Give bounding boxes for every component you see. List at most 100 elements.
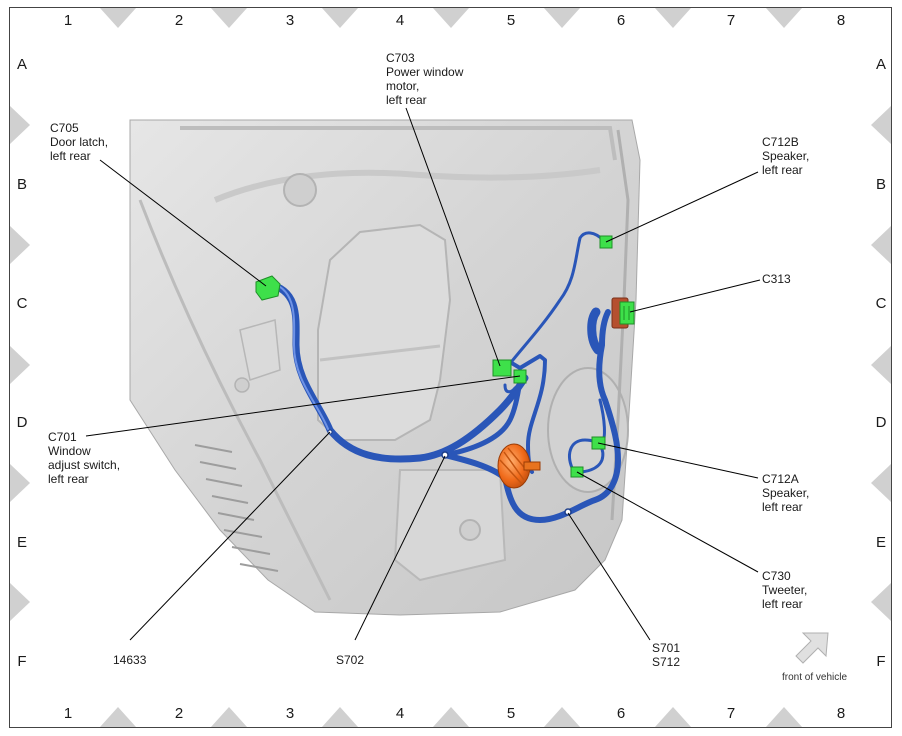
callout-line: Window [48,444,91,458]
right-marker [871,226,891,264]
leader-c705 [99,159,267,287]
direction-arrow-icon [795,632,829,664]
column-label: 3 [286,705,294,722]
front-of-vehicle-label: front of vehicle [782,672,847,683]
row-labels-right: A B C D E F [876,56,887,670]
callout-s702: S702 [336,653,364,667]
callout-c705: C705 Door latch, left rear [50,121,108,163]
row-labels-left: A B C D E F [17,56,28,670]
callout-line: C703 [386,51,415,65]
connector-c703 [492,359,512,377]
callout-line: left rear [762,500,803,514]
leader-s702 [354,455,446,641]
callout-line: Tweeter, [762,583,807,597]
bottom-marker [655,707,691,727]
left-marker [10,226,30,264]
callout-line: motor, [386,79,419,93]
top-marker [655,8,691,28]
column-label: 6 [617,705,625,722]
leader-c313 [629,279,761,313]
leader-s701-s712 [567,512,651,641]
door-panel [129,119,641,616]
leader-c703 [405,107,501,367]
column-labels-bottom: 1 2 3 4 5 6 7 8 [64,705,845,722]
bottom-marker [211,707,247,727]
bottom-marker [544,707,580,727]
callout-line: 14633 [113,653,147,667]
bottom-marker [433,707,469,727]
callout-c703: C703 Power window motor, left rear [386,51,464,107]
callout-line: C701 [48,430,77,444]
column-label: 8 [837,12,845,29]
row-label: A [17,56,27,73]
row-label: D [876,414,887,431]
column-labels-top: 1 2 3 4 5 6 7 8 [64,12,845,29]
grid-markers [10,8,891,727]
connector-c313 [611,297,635,329]
column-label: 6 [617,12,625,29]
row-label: C [17,295,28,312]
row-label: D [17,414,28,431]
leader-14633 [129,431,331,641]
callout-line: C705 [50,121,79,135]
row-label: F [876,653,885,670]
connector-c705 [255,275,281,301]
top-marker [100,8,136,28]
leader-c701 [85,375,521,437]
callout-line: Speaker, [762,149,809,163]
column-label: 1 [64,705,72,722]
left-marker [10,346,30,384]
callout-line: left rear [762,163,803,177]
right-marker [871,106,891,144]
column-label: 2 [175,705,183,722]
top-marker [544,8,580,28]
row-label: E [17,534,27,551]
column-label: 8 [837,705,845,722]
row-label: A [876,56,886,73]
callout-line: S701 [652,641,680,655]
top-marker [433,8,469,28]
column-label: 7 [727,705,735,722]
callout-line: left rear [762,597,803,611]
row-label: B [876,176,886,193]
column-label: 5 [507,12,515,29]
callout-line: C730 [762,569,791,583]
callout-line: adjust switch, [48,458,120,472]
callout-c730: C730 Tweeter, left rear [762,569,807,611]
leader-c730 [576,471,759,573]
column-label: 4 [396,705,404,722]
front-of-vehicle-indicator: front of vehicle [782,632,847,683]
bottom-marker [322,707,358,727]
right-marker [871,464,891,502]
callout-line: S712 [652,655,680,669]
column-label: 1 [64,12,72,29]
top-marker [211,8,247,28]
column-label: 3 [286,12,294,29]
outer-frame [9,7,892,728]
callout-14633: 14633 [113,653,147,667]
left-marker [10,464,30,502]
leader-lines [85,107,761,641]
right-marker [871,346,891,384]
callout-line: Speaker, [762,486,809,500]
callout-c712a: C712A Speaker, left rear [762,472,809,514]
column-label: 5 [507,705,515,722]
leader-c712a [597,442,759,479]
row-label: E [876,534,886,551]
row-label: B [17,176,27,193]
left-marker [10,583,30,621]
callout-line: Door latch, [50,135,108,149]
callout-line: C712B [762,135,799,149]
callout-c701: C701 Window adjust switch, left rear [48,430,120,486]
row-label: C [876,295,887,312]
top-marker [322,8,358,28]
bottom-marker [766,707,802,727]
column-label: 2 [175,12,183,29]
callout-line: S702 [336,653,364,667]
callout-line: left rear [386,93,427,107]
callout-line: left rear [48,472,89,486]
leader-c712b [605,171,759,243]
column-label: 7 [727,12,735,29]
